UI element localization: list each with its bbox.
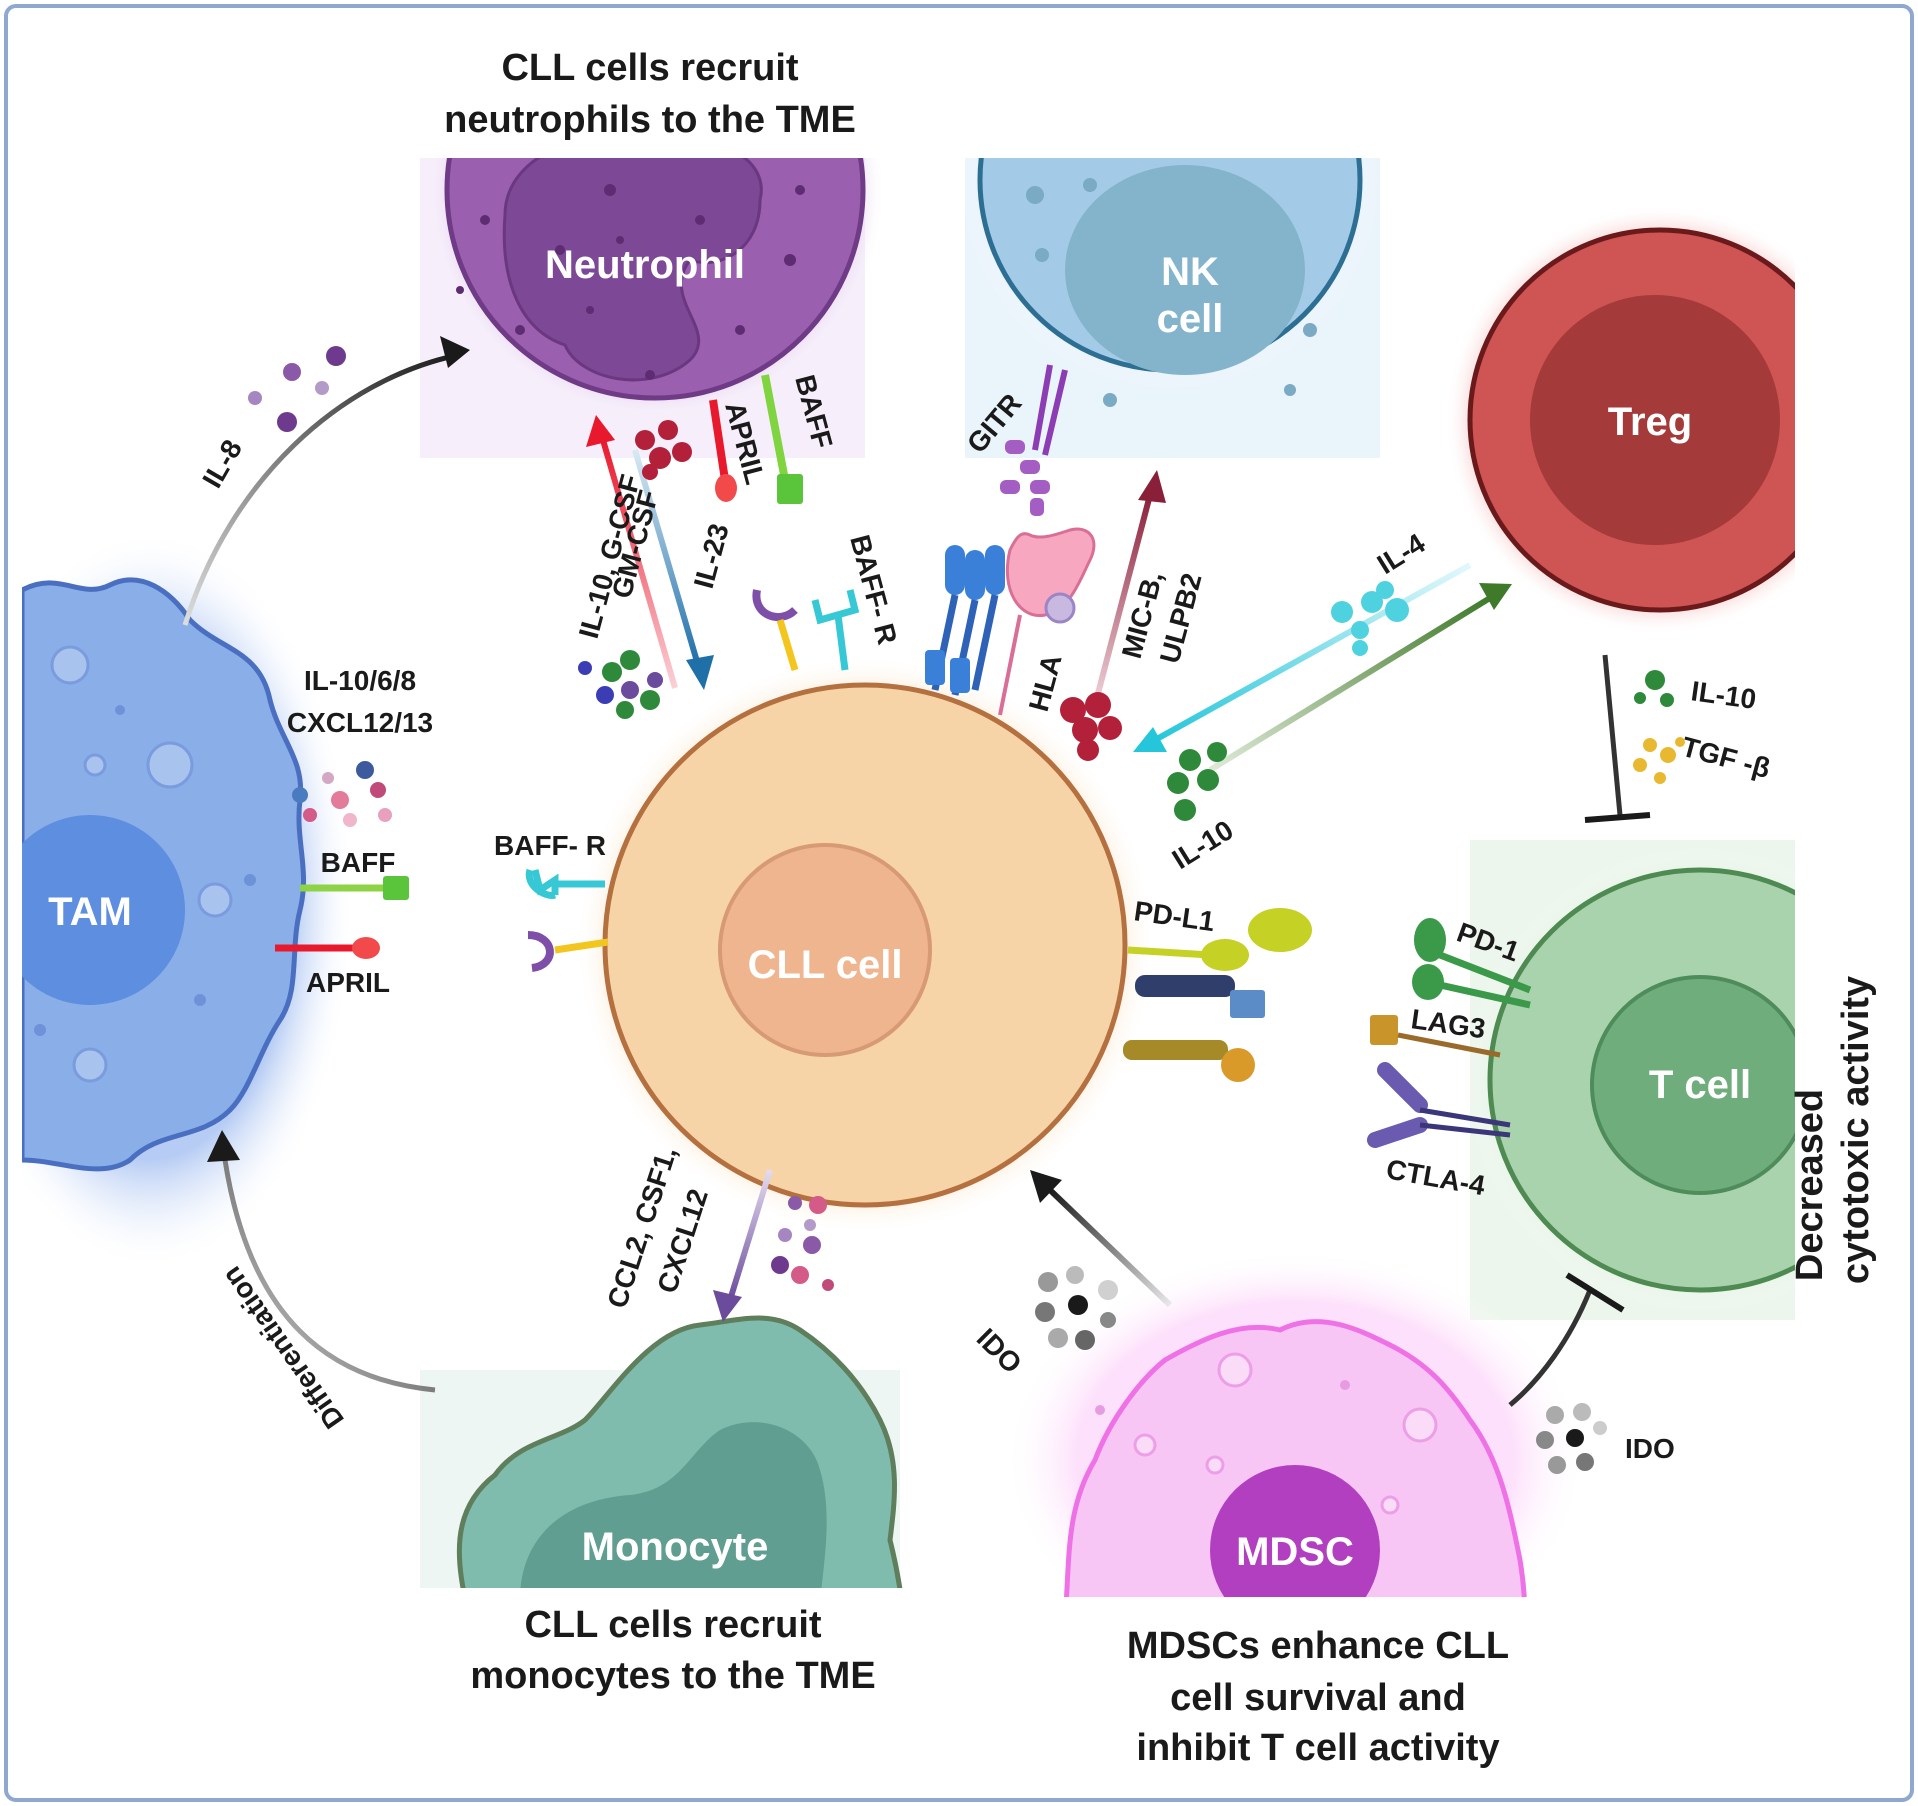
tam-cytokine-label-line1: IL-10/6/8	[304, 665, 416, 696]
il10-cll-dots	[1167, 742, 1227, 821]
maroon-arrow-head	[1138, 470, 1166, 503]
tam-cyto-dots	[292, 761, 392, 827]
il8-dots	[248, 346, 346, 432]
mdsc-to-cll-arrow-head	[1030, 1170, 1062, 1203]
monocyte-label: Monocyte	[582, 1525, 769, 1569]
il8-arrow	[182, 352, 459, 626]
neutrophil-cell	[420, 158, 885, 458]
t-cell-label: T cell	[1649, 1063, 1751, 1107]
ido-right-label: IDO	[1625, 1433, 1675, 1464]
mdsc-caption-line2: cell survival and	[1170, 1677, 1466, 1719]
mdsc-caption-line3: inhibit T cell activity	[1136, 1727, 1499, 1769]
monocyte-caption-line2: monocytes to the TME	[470, 1655, 875, 1697]
tam-label: TAM	[48, 890, 132, 934]
maroon-arrow-cll-to-nk	[1092, 494, 1153, 706]
cll-cell	[575, 655, 1155, 1235]
lag3-receptor	[1370, 1015, 1501, 1058]
mdsc-caption-line1: MDSCs enhance CLL	[1127, 1625, 1509, 1667]
tam-baff-label: BAFF	[321, 847, 396, 878]
il10-treg-dots	[1634, 670, 1674, 707]
tam-april-label: APRIL	[306, 967, 390, 998]
treg-inhibit-line	[1602, 654, 1623, 816]
cll-olive-ligand	[1123, 1040, 1255, 1082]
purple-arrow-cll-to-monocyte	[727, 1169, 773, 1301]
cll-cell-label: CLL cell	[748, 943, 903, 987]
pdl1-ligand	[1127, 908, 1312, 971]
neutrophil-caption-line1: CLL cells recruit	[501, 47, 798, 89]
differentiation-arrow	[222, 1159, 436, 1393]
cll-green-cyto-dots	[578, 650, 663, 719]
tcell-caption-line2: cytotoxic activity	[1835, 976, 1877, 1284]
nk-cell-label-line1: NK	[1161, 250, 1219, 294]
tam-baff-ligand	[300, 876, 409, 900]
neutrophil-april-ligand	[709, 399, 737, 502]
hla-molecule	[998, 527, 1096, 716]
blue-arrow-head	[686, 655, 714, 690]
il10-arrow-head	[1479, 583, 1512, 610]
il10-arrow-to-treg	[1208, 595, 1492, 773]
cll-left-baff-receptor	[525, 868, 609, 972]
baffr-left-label: BAFF- R	[494, 830, 606, 861]
neutrophil-baff-ligand	[761, 374, 803, 504]
blue-arrow-neutrophil-to-cll	[632, 449, 701, 666]
il4-arrow-head	[1133, 727, 1167, 752]
t-cell	[1465, 840, 1795, 1320]
tgfb-dots	[1633, 737, 1685, 784]
mdsc-to-cll-arrow	[1047, 1187, 1173, 1308]
mdsc-inhibit-line	[1508, 1289, 1593, 1407]
cll-navy-ligand	[1135, 975, 1265, 1018]
il8-arrow-head	[440, 336, 470, 368]
mdsc-inhibit-bar	[1565, 1272, 1625, 1313]
il4-dots	[1331, 581, 1409, 656]
tam-cell	[22, 530, 355, 1270]
micb-dots	[1060, 692, 1122, 761]
mdsc-cell	[1005, 1250, 1585, 1597]
neutrophil-red-dots	[635, 420, 692, 480]
treg-inhibit-bar	[1584, 812, 1651, 823]
pd1-receptor	[1412, 918, 1532, 1009]
tcell-caption-line1: Decreased	[1789, 1089, 1831, 1281]
nk-cell	[960, 158, 1380, 458]
monocyte-cyto-dots	[771, 1196, 834, 1291]
treg-cell	[1445, 205, 1795, 635]
nk-cell-label-line2: cell	[1157, 297, 1224, 341]
cll-blue-receptor	[925, 545, 1005, 696]
tam-april-ligand	[275, 937, 380, 959]
tam-cytokine-label-line2: CXCL12/13	[287, 707, 433, 738]
il4-arrow	[1153, 562, 1472, 743]
cll-top-receptors	[752, 589, 860, 672]
ctla4-receptor	[1367, 1062, 1511, 1148]
purple-arrow-head	[713, 1290, 742, 1322]
treg-label: Treg	[1608, 400, 1692, 444]
red-arrow-cll-to-neutrophil	[600, 439, 678, 689]
ido-left-dots	[1035, 1266, 1118, 1350]
ido-right-dots	[1536, 1403, 1607, 1474]
neutrophil-caption-line2: neutrophils to the TME	[444, 99, 856, 141]
neutrophil-label: Neutrophil	[545, 243, 745, 287]
mdsc-label: MDSC	[1236, 1530, 1354, 1574]
differentiation-arrow-head	[207, 1130, 240, 1162]
monocyte-cell	[420, 1315, 903, 1588]
monocyte-caption-line1: CLL cells recruit	[524, 1604, 821, 1646]
gitr-receptor	[1000, 364, 1068, 516]
red-arrow-head	[586, 415, 615, 447]
